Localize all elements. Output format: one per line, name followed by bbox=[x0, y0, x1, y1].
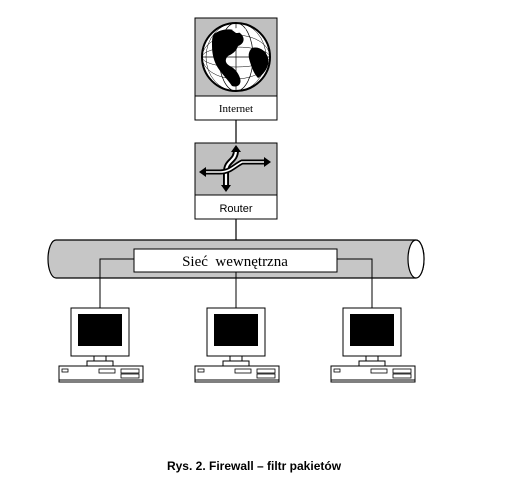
internet-label: Internet bbox=[219, 103, 253, 115]
network-label: Sieć wewnętrzna bbox=[182, 254, 288, 270]
link-pc-right bbox=[337, 258, 373, 308]
router-node: Router bbox=[194, 142, 278, 220]
desktop-computer-icon bbox=[58, 307, 144, 383]
internet-node: Internet bbox=[194, 17, 278, 121]
globe-icon bbox=[201, 22, 271, 92]
link-pc-left bbox=[99, 258, 134, 308]
router-label: Router bbox=[219, 203, 252, 215]
desktop-computer-icon bbox=[194, 307, 280, 383]
network-label-box bbox=[133, 248, 338, 273]
figure-caption: Rys. 2. Firewall – filtr pakietów bbox=[166, 459, 342, 473]
router-arrows-icon bbox=[199, 145, 271, 192]
desktop-computer-icon bbox=[330, 307, 416, 383]
